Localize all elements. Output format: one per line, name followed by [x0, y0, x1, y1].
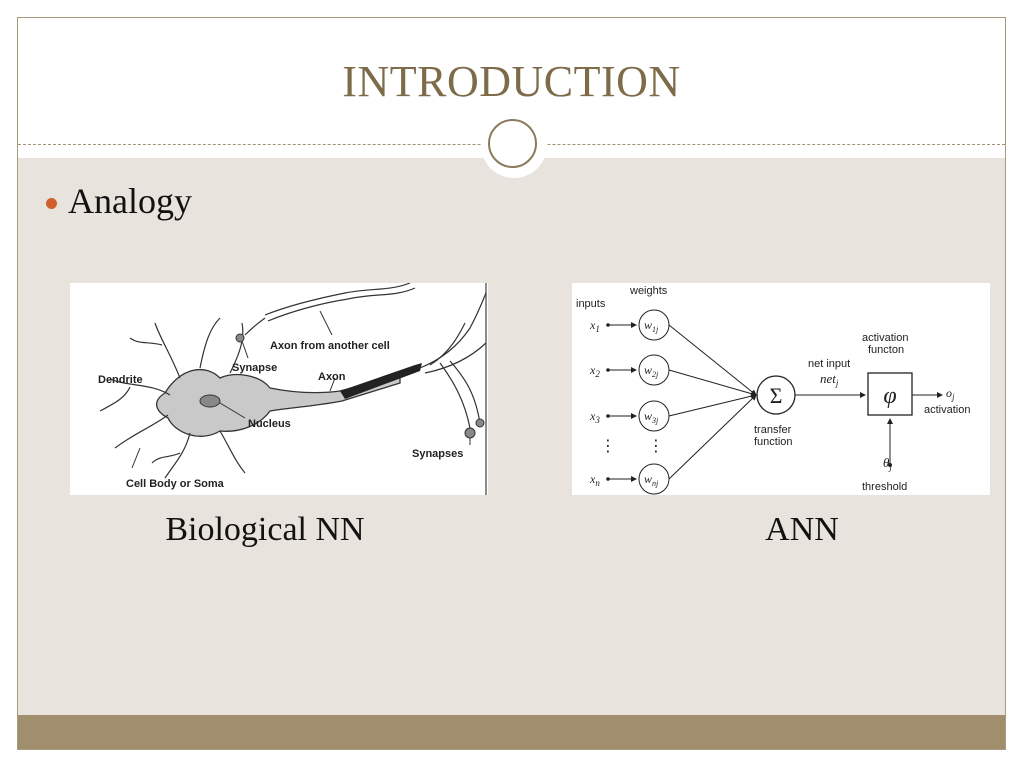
weight-symbol: w2j	[644, 363, 659, 379]
input-dot	[606, 414, 610, 418]
caption-ann: ANN	[765, 511, 839, 548]
label-nucleus: Nucleus	[248, 418, 291, 430]
neuron-diagram: Axon from another cell Synapse Dendrite …	[98, 283, 487, 495]
sigma-icon: Σ	[770, 383, 783, 408]
leader-lines	[131, 310, 471, 469]
label-cell-body: Cell Body or Soma	[126, 478, 225, 490]
incoming-axon	[244, 283, 487, 429]
label-weights: weights	[629, 285, 668, 297]
bullet-text: Analogy	[68, 181, 192, 221]
input-dot	[606, 477, 610, 481]
label-inputs: inputs	[576, 298, 606, 310]
label-synapse: Synapse	[232, 362, 277, 374]
biological-neuron-figure: Axon from another cell Synapse Dendrite …	[70, 283, 488, 495]
label-net-input: net input	[808, 358, 850, 370]
slide: INTRODUCTION Analogy	[17, 17, 1006, 750]
axon-shape	[340, 363, 422, 399]
label-axon-from-another-cell: Axon from another cell	[270, 340, 390, 352]
nucleus-shape	[199, 394, 221, 408]
phi-icon: φ	[883, 383, 896, 409]
synapse-knob	[235, 333, 245, 343]
label-transfer-2: function	[754, 436, 793, 448]
label-axon: Axon	[318, 371, 346, 383]
weight-to-sum-arrow	[668, 394, 757, 480]
weight-to-sum-arrow	[668, 393, 757, 417]
net-symbol: netj	[820, 371, 839, 388]
theta-symbol: θj	[883, 455, 892, 472]
input-dot	[606, 368, 610, 372]
output-symbol: oj	[946, 386, 955, 402]
weight-symbol: wnj	[644, 472, 659, 488]
caption-biological-nn: Biological NN	[165, 511, 365, 548]
label-activation: activation	[924, 404, 970, 416]
synapse-terminal	[475, 418, 485, 428]
label-threshold: threshold	[862, 481, 907, 493]
input-symbol: x2	[589, 363, 600, 379]
label-transfer: transfer	[754, 424, 792, 436]
weight-symbol: w1j	[644, 318, 659, 334]
bullet-item: Analogy	[46, 180, 192, 222]
input-symbol: xn	[589, 472, 600, 488]
threshold-dot	[888, 463, 892, 467]
synapse-terminal	[464, 427, 476, 439]
weight-to-sum-arrow	[668, 369, 757, 397]
label-synapses: Synapses	[412, 448, 463, 460]
weight-symbol: w3j	[644, 409, 659, 425]
input-symbol: x1	[589, 318, 600, 334]
input-symbol: x3	[589, 409, 600, 425]
dots-inputs: ⋮	[600, 438, 616, 455]
bullet-icon	[46, 197, 57, 209]
page-title: INTRODUCTION	[342, 57, 681, 106]
footer-band	[18, 715, 1005, 749]
weight-to-sum-arrow	[668, 324, 757, 396]
input-dot	[606, 323, 610, 327]
label-activation-function: activation	[862, 332, 908, 344]
label-dendrite: Dendrite	[98, 374, 143, 386]
dendrites	[99, 317, 246, 479]
dots-weights: ⋮	[648, 438, 664, 455]
label-activation-function-2: functon	[868, 344, 904, 356]
ring-icon	[488, 119, 537, 168]
activation-box	[867, 372, 913, 416]
cell-body-shape	[156, 369, 401, 437]
input-rows: x1 w1j x2 w2j x3 w3j xn wnj	[589, 309, 757, 495]
